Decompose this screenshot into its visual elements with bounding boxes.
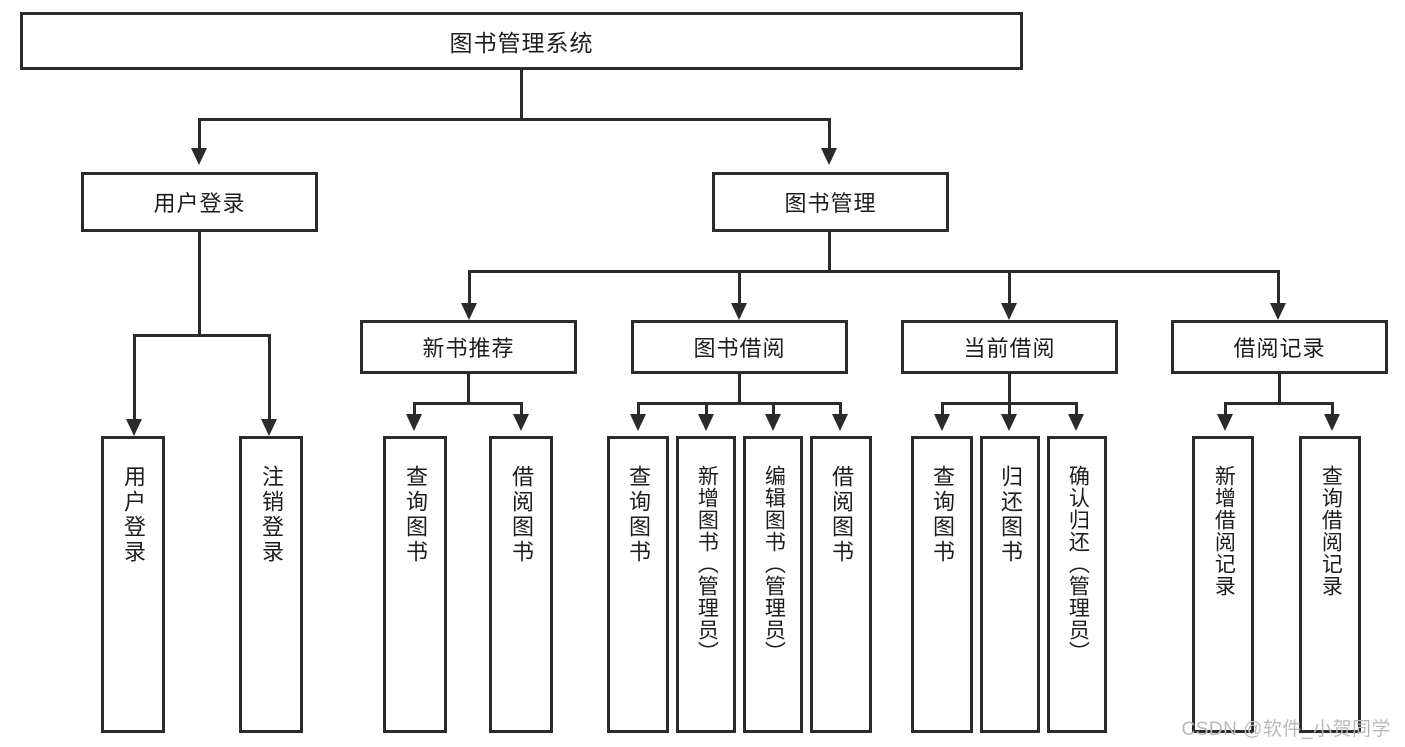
leaf-label: 查询借阅记录 bbox=[1319, 465, 1343, 597]
leaf-add-book-admin[interactable]: 新增图书（管理员） bbox=[676, 436, 736, 733]
node-label: 新书推荐 bbox=[422, 336, 515, 361]
leaf-borrow-book-newbook[interactable]: 借阅图书 bbox=[489, 436, 553, 733]
leaf-label: 查询图书 bbox=[929, 465, 955, 565]
node-label: 用户登录 bbox=[153, 191, 246, 216]
connector-record-drop-1 bbox=[1224, 402, 1227, 414]
connector-root-bar bbox=[198, 118, 830, 121]
connector-current-drop-1 bbox=[941, 402, 944, 414]
node-book-management[interactable]: 图书管理 bbox=[712, 172, 949, 232]
connector-borrow-drop-3 bbox=[772, 402, 775, 414]
connector-borrow-bar bbox=[637, 402, 841, 405]
leaf-label: 查询图书 bbox=[402, 465, 428, 565]
connector-borrow-stem bbox=[738, 374, 741, 402]
connector-userlogin-stem bbox=[198, 232, 201, 334]
arrowhead-leaf-query-book-1 bbox=[406, 414, 422, 431]
connector-record-drop-2 bbox=[1331, 402, 1334, 414]
leaf-label: 借阅图书 bbox=[828, 465, 854, 565]
leaf-query-book-current[interactable]: 查询图书 bbox=[911, 436, 973, 733]
connector-root-drop-2 bbox=[828, 118, 831, 148]
node-label: 图书管理 bbox=[784, 191, 877, 216]
arrowhead-leaf-return-book bbox=[1001, 414, 1017, 431]
leaf-borrow-book-borrow[interactable]: 借阅图书 bbox=[810, 436, 872, 733]
leaf-label: 新增借阅记录 bbox=[1212, 465, 1236, 597]
arrowhead-leaf-confirm-return bbox=[1068, 414, 1084, 431]
leaf-return-book[interactable]: 归还图书 bbox=[980, 436, 1040, 733]
node-borrow-record[interactable]: 借阅记录 bbox=[1171, 320, 1388, 374]
arrowhead-leaf-query-record bbox=[1324, 414, 1340, 431]
leaf-label: 查询图书 bbox=[625, 465, 651, 565]
connector-bookmgmt-stem bbox=[828, 232, 831, 270]
connector-current-drop-3 bbox=[1075, 402, 1078, 414]
leaf-user-login[interactable]: 用户登录 bbox=[101, 436, 165, 733]
connector-bookmgmt-drop-4 bbox=[1277, 270, 1280, 303]
node-current-borrow[interactable]: 当前借阅 bbox=[901, 320, 1118, 374]
connector-userlogin-drop-2 bbox=[268, 334, 271, 419]
connector-root-drop-1 bbox=[198, 118, 201, 148]
node-user-login[interactable]: 用户登录 bbox=[81, 172, 318, 232]
node-label: 当前借阅 bbox=[963, 336, 1056, 361]
leaf-label: 归还图书 bbox=[997, 465, 1023, 565]
node-label: 借阅记录 bbox=[1233, 336, 1326, 361]
leaf-query-book-newbook[interactable]: 查询图书 bbox=[383, 436, 447, 733]
connector-current-drop-2 bbox=[1008, 402, 1011, 414]
arrowhead-leaf-user-login bbox=[126, 419, 142, 436]
connector-borrow-drop-4 bbox=[839, 402, 842, 414]
connector-bookmgmt-bar bbox=[468, 270, 1280, 273]
arrowhead-leaf-edit-book bbox=[765, 414, 781, 431]
connector-newbook-drop-2 bbox=[520, 402, 523, 414]
leaf-confirm-return-admin[interactable]: 确认归还（管理员） bbox=[1047, 436, 1107, 733]
leaf-label: 确认归还（管理员） bbox=[1066, 465, 1090, 663]
node-label: 图书管理系统 bbox=[449, 30, 594, 56]
leaf-label: 注销登录 bbox=[258, 465, 284, 565]
arrowhead-leaf-add-book bbox=[698, 414, 714, 431]
connector-userlogin-drop-1 bbox=[133, 334, 136, 419]
arrowhead-leaf-borrow-book-1 bbox=[513, 414, 529, 431]
leaf-query-borrow-record[interactable]: 查询借阅记录 bbox=[1299, 436, 1361, 733]
leaf-label: 用户登录 bbox=[120, 465, 146, 565]
arrowhead-current-borrow bbox=[1001, 303, 1017, 320]
connector-borrow-drop-1 bbox=[637, 402, 640, 414]
node-new-book-recommend[interactable]: 新书推荐 bbox=[360, 320, 577, 374]
arrowhead-leaf-borrow-book-2 bbox=[832, 414, 848, 431]
connector-root-stem bbox=[520, 70, 523, 118]
connector-newbook-drop-1 bbox=[413, 402, 416, 414]
node-label: 图书借阅 bbox=[693, 336, 786, 361]
connector-record-bar bbox=[1224, 402, 1334, 405]
leaf-label: 新增图书（管理员） bbox=[695, 465, 719, 663]
arrowhead-book-manage bbox=[821, 148, 837, 165]
arrowhead-book-borrow bbox=[731, 303, 747, 320]
leaf-label: 编辑图书（管理员） bbox=[762, 465, 786, 663]
arrowhead-borrow-record bbox=[1270, 303, 1286, 320]
node-root-library-system[interactable]: 图书管理系统 bbox=[20, 12, 1023, 70]
connector-bookmgmt-drop-1 bbox=[468, 270, 471, 303]
node-book-borrow[interactable]: 图书借阅 bbox=[631, 320, 848, 374]
arrowhead-user-login bbox=[191, 148, 207, 165]
leaf-logout[interactable]: 注销登录 bbox=[239, 436, 303, 733]
leaf-label: 借阅图书 bbox=[508, 465, 534, 565]
connector-record-stem bbox=[1278, 374, 1281, 402]
arrowhead-leaf-query-book-2 bbox=[630, 414, 646, 431]
leaf-edit-book-admin[interactable]: 编辑图书（管理员） bbox=[743, 436, 803, 733]
connector-newbook-stem bbox=[467, 374, 470, 402]
leaf-query-book-borrow[interactable]: 查询图书 bbox=[607, 436, 669, 733]
leaf-add-borrow-record[interactable]: 新增借阅记录 bbox=[1192, 436, 1254, 733]
arrowhead-leaf-query-book-3 bbox=[934, 414, 950, 431]
connector-borrow-drop-2 bbox=[705, 402, 708, 414]
connector-current-stem bbox=[1008, 374, 1011, 402]
arrowhead-new-book-rec bbox=[461, 303, 477, 320]
connector-bookmgmt-drop-2 bbox=[738, 270, 741, 303]
connector-bookmgmt-drop-3 bbox=[1008, 270, 1011, 303]
arrowhead-leaf-add-record bbox=[1217, 414, 1233, 431]
connector-userlogin-bar bbox=[133, 334, 271, 337]
arrowhead-leaf-logout bbox=[261, 419, 277, 436]
connector-newbook-bar bbox=[413, 402, 523, 405]
